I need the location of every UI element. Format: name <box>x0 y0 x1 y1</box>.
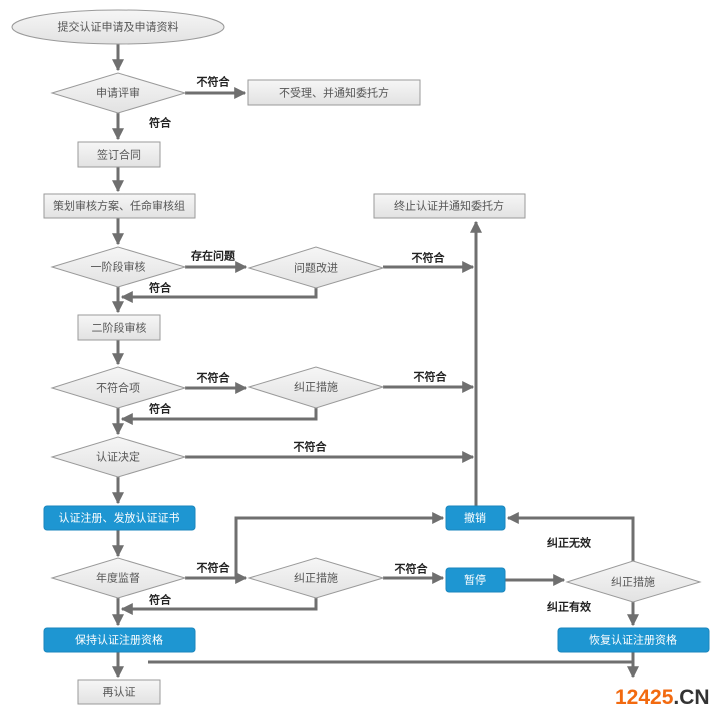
node-reject-notify-label: 不受理、并通知委托方 <box>279 86 389 100</box>
node-problem-fix-label: 问题改进 <box>294 261 338 275</box>
edge-corr2-back <box>120 598 318 615</box>
edge-corr1-back <box>120 408 318 425</box>
node-annual <box>50 557 187 599</box>
edge-label-fix-fail: 不符合 <box>412 251 446 265</box>
node-annual-label: 年度监督 <box>96 571 140 585</box>
node-restore-label: 恢复认证注册资格 <box>589 633 677 647</box>
node-corrective2-label: 纠正措施 <box>294 571 338 585</box>
node-plan-audit <box>43 193 196 219</box>
edge-label-review-pass: 符合 <box>149 116 172 130</box>
edge-label-decision-fail: 不符合 <box>294 440 328 454</box>
node-stage2-label: 二阶段审核 <box>92 321 147 335</box>
node-sign-contract <box>77 141 161 168</box>
node-terminate-label: 终止认证并通知委托方 <box>394 199 504 213</box>
node-corrective1-label: 纠正措施 <box>294 380 338 394</box>
node-register-label: 认证注册、发放认证证书 <box>59 511 180 525</box>
edge-label-corr2-fail: 不符合 <box>395 562 429 576</box>
node-stage2 <box>77 314 161 341</box>
edge-corr3-revoke <box>506 512 635 561</box>
node-suspend <box>445 567 506 593</box>
node-corrective2 <box>247 557 385 599</box>
node-problem-fix <box>247 246 385 289</box>
node-maintain <box>43 627 196 653</box>
node-maintain-label: 保持认证注册资格 <box>75 633 163 647</box>
edge-label-corr3-invalid: 纠正无效 <box>547 536 592 550</box>
node-corrective3-label: 纠正措施 <box>611 575 655 589</box>
edge-label-nc-fail: 不符合 <box>197 371 231 385</box>
edge-annual-revoke <box>234 512 445 578</box>
node-register <box>43 505 196 531</box>
node-cert-decision-label: 认证决定 <box>96 450 140 464</box>
watermark-number: 12425 <box>615 686 674 709</box>
node-revoke <box>445 505 506 531</box>
node-plan-audit-label: 策划审核方案、任命审核组 <box>53 199 185 213</box>
node-stage1 <box>50 246 187 288</box>
edge-label-stage1-pass: 符合 <box>149 281 172 295</box>
node-app-review-label: 申请评审 <box>96 86 140 100</box>
node-sign-contract-label: 签订合同 <box>97 148 141 162</box>
edge-fix-back <box>120 287 318 303</box>
edge-label-annual-fail: 不符合 <box>197 561 231 575</box>
node-revoke-label: 撤销 <box>464 511 486 525</box>
node-corrective1 <box>247 366 385 409</box>
watermark: 12425.CN <box>615 686 710 709</box>
node-recert <box>77 679 161 705</box>
node-suspend-label: 暂停 <box>464 573 486 587</box>
edge-label-review-fail: 不符合 <box>197 75 231 89</box>
node-recert-label: 再认证 <box>103 686 136 699</box>
node-reject-notify <box>247 79 421 106</box>
node-terminate <box>373 193 526 219</box>
node-restore <box>557 627 710 653</box>
edge-label-stage1-issue: 存在问题 <box>191 249 236 263</box>
node-nonconform <box>50 366 187 409</box>
node-app-review <box>50 72 187 114</box>
edge-label-annual-pass: 符合 <box>149 593 172 607</box>
edge-label-nc-pass: 符合 <box>149 402 172 416</box>
edge-label-corr1-fail: 不符合 <box>414 370 448 384</box>
node-corrective3 <box>565 560 702 603</box>
node-nonconform-label: 不符合项 <box>96 381 140 395</box>
node-submit-label: 提交认证申请及申请资料 <box>58 20 179 34</box>
edge-label-corr3-valid: 纠正有效 <box>547 600 592 614</box>
node-cert-decision <box>50 436 187 478</box>
node-stage1-label: 一阶段审核 <box>91 260 146 274</box>
watermark-suffix: .CN <box>673 686 709 709</box>
node-submit <box>11 9 225 45</box>
